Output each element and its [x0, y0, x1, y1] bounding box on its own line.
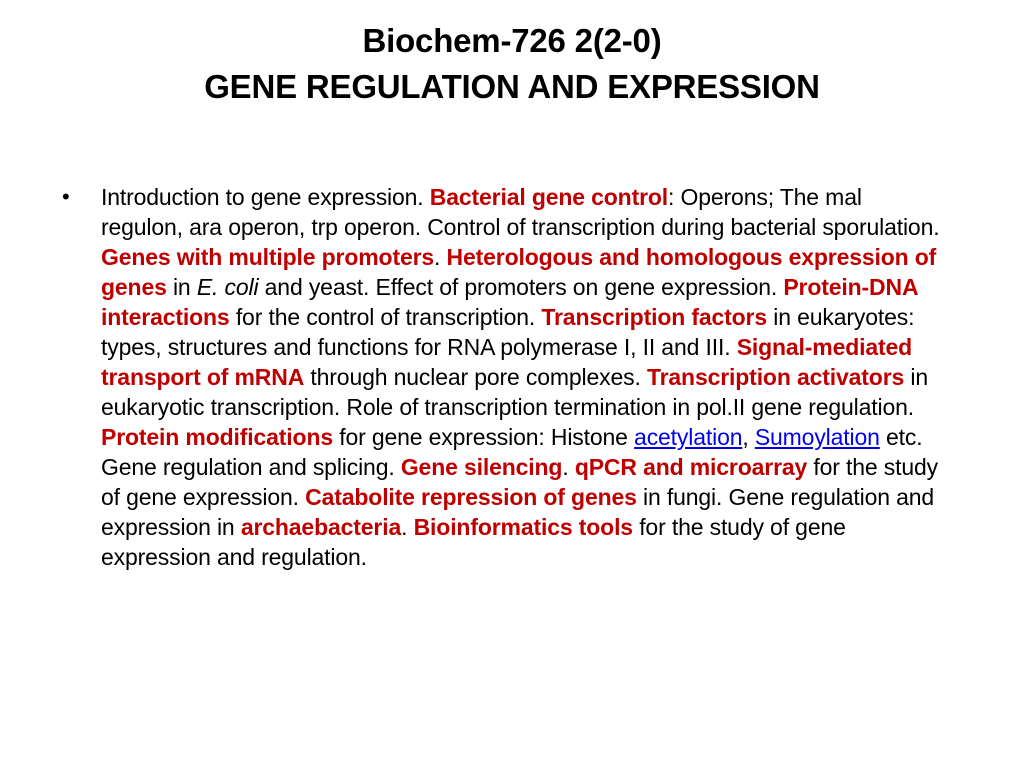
text-segment: for the study of gene expression.: [101, 454, 939, 510]
highlight-gene-silencing: Gene silencing: [400, 454, 563, 480]
slide-title-line-2: GENE REGULATION AND EXPRESSION: [204, 68, 820, 105]
text-segment: ,: [742, 424, 755, 450]
text-segment: in fungi. Gene regulation and expression…: [101, 484, 935, 540]
link-sumoylation[interactable]: Sumoylation: [754, 424, 880, 450]
text-segment: for the control of transcription.: [229, 304, 542, 330]
highlight-archaebacteria: archaebacteria: [240, 514, 402, 540]
highlight-signal-mediated-transport: Signal-mediated transport of mRNA: [101, 334, 913, 390]
text-segment: Introduction to gene expression.: [101, 184, 430, 210]
text-segment: .: [562, 454, 575, 480]
text-segment: in: [166, 274, 197, 300]
bullet-marker: •: [62, 184, 70, 209]
bullet-text: Introduction to gene expression. Bacteri…: [101, 182, 946, 572]
highlight-transcription-activators: Transcription activators: [646, 364, 905, 390]
text-segment: : Operons; The mal regulon, ara operon, …: [101, 184, 940, 240]
text-segment: in eukaryotes: types, structures and fun…: [101, 304, 915, 360]
slide-content: • Introduction to gene expression. Bacte…: [62, 182, 942, 572]
highlight-transcription-factors: Transcription factors: [541, 304, 768, 330]
highlight-protein-dna-interactions: Protein-DNA interactions: [101, 274, 918, 330]
link-acetylation[interactable]: acetylation: [634, 424, 743, 450]
highlight-catabolite-repression: Catabolite repression of genes: [305, 484, 637, 510]
text-segment: .: [434, 244, 447, 270]
highlight-protein-modifications: Protein modifications: [101, 424, 333, 450]
highlight-bioinformatics-tools: Bioinformatics tools: [413, 514, 634, 540]
text-segment: for the study of gene expression and reg…: [101, 514, 846, 570]
text-segment: for gene expression: Histone: [332, 424, 635, 450]
highlight-heterologous-homologous-expression: Heterologous and homologous expression o…: [101, 244, 937, 300]
text-segment: etc. Gene regulation and splicing.: [101, 424, 923, 480]
text-segment: in eukaryotic transcription. Role of tra…: [101, 364, 928, 420]
highlight-genes-multiple-promoters: Genes with multiple promoters: [101, 244, 435, 270]
italic-e-coli: E. coli: [196, 274, 259, 300]
highlight-bacterial-gene-control: Bacterial gene control: [429, 184, 669, 210]
text-segment: .: [401, 514, 414, 540]
slide-title-line-1: Biochem-726 2(2-0): [362, 22, 662, 59]
text-segment: through nuclear pore complexes.: [304, 364, 647, 390]
slide-title: Biochem-726 2(2-0) GENE REGULATION AND E…: [0, 18, 1024, 110]
text-segment: and yeast. Effect of promoters on gene e…: [258, 274, 784, 300]
highlight-qpcr-microarray: qPCR and microarray: [574, 454, 808, 480]
